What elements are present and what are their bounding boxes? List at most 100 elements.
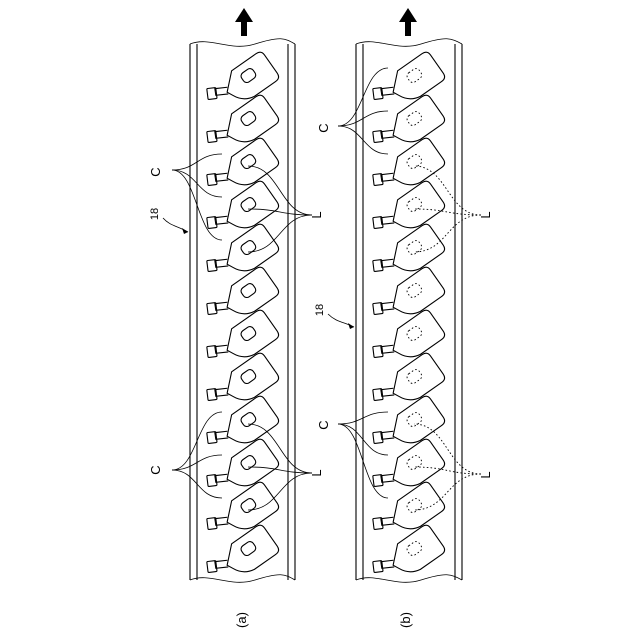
bottle-label [239, 325, 257, 342]
bottle-neck [212, 125, 230, 143]
bottle [368, 480, 446, 549]
bottle-neck [378, 211, 396, 229]
bottle-body [219, 136, 281, 194]
bottle-body [219, 50, 281, 108]
bottle-neck [212, 555, 230, 573]
reference-number: 18 [149, 208, 161, 220]
bottle-body [219, 351, 281, 409]
bottle [368, 437, 446, 506]
bottle-label [239, 282, 257, 299]
panel-caption: (b) [398, 612, 413, 628]
panel-b: C L C L 18 (b) [314, 8, 493, 628]
bottle-body [219, 394, 281, 452]
bottle-neck [212, 211, 230, 229]
leader-line [248, 166, 312, 215]
bottle-label [239, 196, 257, 213]
bottle-label [405, 454, 423, 471]
panel-caption: (a) [234, 612, 249, 628]
bottle-column [368, 50, 446, 592]
leader-line [414, 209, 481, 215]
bottle [368, 136, 446, 205]
bottle-label [239, 540, 257, 557]
bottle-neck [378, 383, 396, 401]
bottle [202, 136, 280, 205]
label-label-upper: L [309, 211, 324, 218]
bottle [202, 437, 280, 506]
bottle-body [219, 523, 281, 581]
leader-line [248, 473, 312, 510]
bottle-neck [212, 383, 230, 401]
bottle-label [405, 67, 423, 84]
bottle-neck [212, 168, 230, 186]
arrow-up-icon [399, 8, 417, 36]
bottle-body [219, 93, 281, 151]
bottle-neck [212, 469, 230, 487]
bottle [202, 394, 280, 463]
bottle-label [239, 497, 257, 514]
cap-label-lower: C [148, 465, 163, 474]
bottle-neck [212, 512, 230, 530]
bottle [368, 351, 446, 420]
bottle-body [385, 179, 447, 237]
bottle [368, 222, 446, 291]
bottle-body [219, 179, 281, 237]
bottle-neck [378, 426, 396, 444]
bottle-label [239, 110, 257, 127]
bottle [368, 394, 446, 463]
leader-line [248, 424, 312, 473]
bottle-neck [212, 82, 230, 100]
bottle-neck [378, 254, 396, 272]
bottle-body [385, 222, 447, 280]
bottle-neck [378, 512, 396, 530]
bottle-label [405, 368, 423, 385]
bottle-column [202, 50, 280, 592]
bottle-label [239, 368, 257, 385]
label-label-lower: L [309, 469, 324, 476]
bottle-body [219, 265, 281, 323]
bottle-neck [378, 555, 396, 573]
label-label-upper: L [478, 211, 493, 218]
panel-a: C L C L 18 (a) [148, 8, 324, 628]
bottle-label [239, 239, 257, 256]
bottle-neck [212, 340, 230, 358]
bottle-neck [378, 340, 396, 358]
bottle-body [219, 222, 281, 280]
leader-line [414, 474, 481, 510]
leader-line [414, 166, 481, 215]
bottle-label [405, 282, 423, 299]
bottle-body [385, 523, 447, 581]
bottle [202, 351, 280, 420]
leader-lines [338, 68, 481, 510]
bottle [202, 93, 280, 162]
bottle-body [385, 437, 447, 495]
cap-label-upper: C [148, 167, 163, 176]
bottle [202, 480, 280, 549]
bottle-body [385, 136, 447, 194]
bottle-body [385, 93, 447, 151]
bottle-label [239, 411, 257, 428]
bottle-label [405, 325, 423, 342]
leader-line [248, 467, 312, 473]
bottle-body [219, 480, 281, 538]
bottle-label [405, 540, 423, 557]
cap-label-lower: C [316, 420, 331, 429]
bottle [368, 265, 446, 334]
bottle-neck [212, 254, 230, 272]
cap-label-upper: C [316, 123, 331, 132]
bottle-body [385, 394, 447, 452]
bottle-label [405, 196, 423, 213]
bottle-body [385, 480, 447, 538]
bottle-body [385, 308, 447, 366]
bottle-neck [212, 297, 230, 315]
bottle [368, 50, 446, 119]
bottle [368, 93, 446, 162]
leader-line [248, 209, 312, 215]
bottle-label [405, 153, 423, 170]
bottle-body [385, 265, 447, 323]
leader-line [248, 215, 312, 252]
bottle-neck [378, 125, 396, 143]
bottle-label [405, 497, 423, 514]
bottle-label [405, 411, 423, 428]
bottle-neck [378, 469, 396, 487]
